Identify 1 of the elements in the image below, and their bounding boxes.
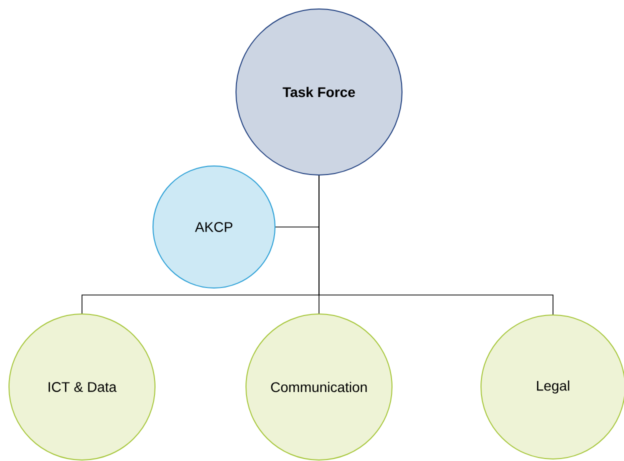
connector bbox=[275, 175, 320, 228]
